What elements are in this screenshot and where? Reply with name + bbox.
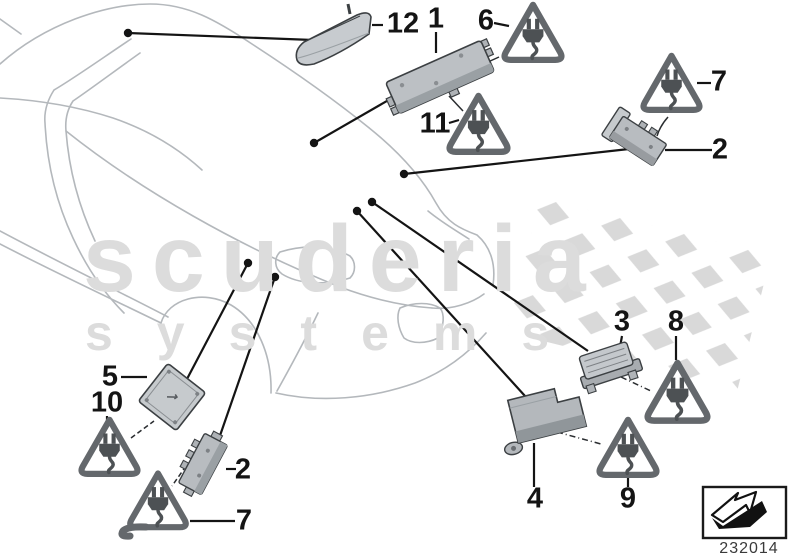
callout-4[interactable]: 4 [526, 482, 544, 515]
callout-11[interactable]: 11 [419, 107, 451, 140]
part-amplifier-plate-5[interactable] [138, 363, 206, 431]
plug-warning-triangle-7-top[interactable] [643, 56, 699, 110]
brand-logo-box [701, 485, 788, 540]
direction-arrow-logo-icon [710, 490, 767, 529]
callout-7-bottom[interactable]: 7 [235, 504, 253, 537]
part-diversity-module-3[interactable] [574, 339, 645, 395]
callout-2-bottom[interactable]: 2 [234, 453, 252, 486]
plug-warning-triangle-9[interactable] [600, 420, 657, 475]
callout-3[interactable]: 3 [613, 305, 631, 338]
leader-lines [127, 31, 630, 451]
callout-6[interactable]: 6 [477, 4, 495, 37]
callout-12[interactable]: 12 [386, 7, 420, 40]
plug-warning-triangle-6[interactable] [505, 5, 562, 60]
plug-warning-triangle-7-bottom[interactable] [118, 473, 186, 540]
leader-dots [123, 28, 409, 282]
callout-5[interactable]: 5 [101, 360, 119, 393]
watermark-brand-text: scuderia [83, 206, 602, 312]
part-antenna-module-2-bottom[interactable] [170, 425, 230, 500]
callout-1[interactable]: 1 [427, 2, 445, 35]
callout-8[interactable]: 8 [667, 305, 685, 338]
callout-2-top[interactable]: 2 [711, 133, 729, 166]
callout-7-top[interactable]: 7 [710, 65, 728, 98]
part-control-unit-4[interactable] [493, 383, 589, 456]
diagram-number: 232014 [719, 540, 779, 557]
plug-warning-triangle-11[interactable] [450, 96, 508, 152]
car-outline [0, 3, 495, 400]
callout-9[interactable]: 9 [619, 482, 637, 515]
callout-10[interactable]: 10 [90, 386, 124, 419]
part-antenna-module-2-top[interactable] [601, 106, 670, 168]
triangle-tail [118, 523, 150, 540]
plug-warning-triangle-10[interactable] [81, 420, 137, 474]
part-roof-antenna-12[interactable] [295, 3, 372, 66]
watermark-sub-text: systems [85, 305, 594, 361]
part-antenna-amplifier-1[interactable] [380, 38, 502, 122]
